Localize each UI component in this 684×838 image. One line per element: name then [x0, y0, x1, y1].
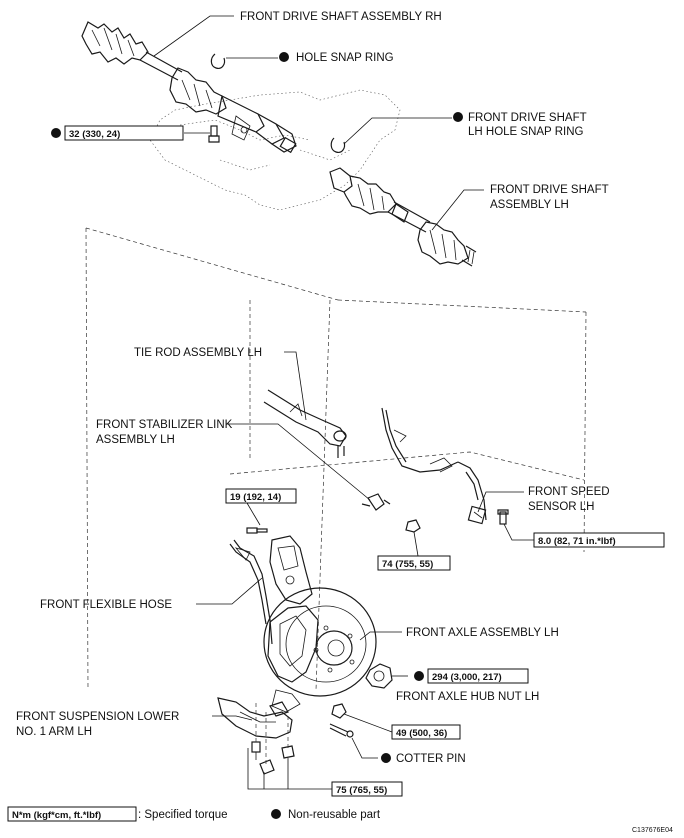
label-stab-link-line1: FRONT STABILIZER LINK	[96, 419, 233, 431]
front-suspension-lower-arm-lh	[217, 697, 293, 739]
legend: N*m (kgf*cm, ft.*lbf) : Specified torque…	[7, 806, 381, 822]
torque-box-80	[533, 532, 665, 548]
front-speed-sensor-lh	[381, 407, 487, 525]
label-lh-shaft-line2: ASSEMBLY LH	[490, 199, 569, 211]
torque-specs: 32 (330, 24) 19 (192, 14) 74 (755, 55) 8…	[51, 125, 665, 797]
torque-box-75	[331, 781, 403, 797]
label-cotter-pin: COTTER PIN	[396, 753, 466, 765]
nonreusable-marker-cotter-pin	[381, 753, 391, 763]
engine-outline	[149, 89, 401, 211]
legend-torque-unit: N*m (kgf*cm, ft.*lbf)	[12, 810, 101, 821]
label-tie-rod: TIE ROD ASSEMBLY LH	[134, 347, 262, 359]
torque-80: 8.0 (82, 71 in.*lbf)	[538, 536, 616, 547]
hose-bracket-bolt	[246, 527, 268, 534]
label-stab-link-line2: ASSEMBLY LH	[96, 434, 175, 446]
assembly-envelope	[85, 227, 587, 691]
label-hole-snap-ring: HOLE SNAP RING	[296, 52, 394, 64]
label-lh-snap-ring-line2: LH HOLE SNAP RING	[468, 126, 584, 138]
front-stabilizer-link-lh	[361, 493, 391, 511]
torque-294: 294 (3,000, 217)	[432, 672, 502, 683]
nonreusable-marker-t32	[51, 128, 61, 138]
speed-sensor-bolt	[497, 509, 509, 525]
nonreusable-marker-t294	[414, 671, 424, 681]
legend-torque-box	[7, 806, 137, 822]
label-speed-sensor-line1: FRONT SPEED	[528, 486, 610, 498]
lh-hole-snap-ring	[330, 137, 346, 153]
cotter-pin	[329, 723, 354, 738]
label-axle-assembly: FRONT AXLE ASSEMBLY LH	[406, 627, 559, 639]
label-lh-shaft-line1: FRONT DRIVE SHAFT	[490, 184, 609, 196]
torque-box-74	[377, 555, 451, 571]
torque-box-32	[64, 125, 184, 141]
label-lower-arm-line1: FRONT SUSPENSION LOWER	[16, 711, 179, 723]
stabilizer-link-nut	[405, 519, 421, 533]
torque-box-49	[391, 724, 461, 740]
figure-code: C137676E04	[632, 827, 673, 834]
label-lh-snap-ring-line1: FRONT DRIVE SHAFT	[468, 112, 587, 124]
front-flexible-hose	[229, 539, 273, 645]
legend-nonreusable-marker	[271, 809, 281, 819]
front-drive-shaft-rh	[81, 21, 297, 154]
label-hub-nut: FRONT AXLE HUB NUT LH	[396, 691, 539, 703]
hole-snap-ring-rh	[210, 53, 226, 69]
front-axle-assembly-lh	[263, 535, 377, 713]
part-labels: FRONT DRIVE SHAFT ASSEMBLY RH HOLE SNAP …	[16, 11, 610, 765]
ball-joint-nut	[331, 703, 347, 719]
leader-lines	[153, 15, 534, 790]
label-rh-shaft: FRONT DRIVE SHAFT ASSEMBLY RH	[240, 11, 442, 23]
rh-bearing-bolt	[208, 125, 220, 143]
tie-rod-assembly-lh	[263, 389, 347, 458]
legend-torque-text: : Specified torque	[138, 809, 228, 821]
torque-74: 74 (755, 55)	[382, 559, 433, 570]
torque-32: 32 (330, 24)	[69, 129, 120, 140]
torque-box-294	[427, 668, 529, 684]
lower-arm-bolts	[251, 700, 295, 775]
label-speed-sensor-line2: SENSOR LH	[528, 501, 594, 513]
front-drive-shaft-lh	[329, 167, 477, 267]
torque-box-19	[225, 488, 297, 504]
torque-75: 75 (765, 55)	[336, 785, 387, 796]
label-flex-hose: FRONT FLEXIBLE HOSE	[40, 599, 172, 611]
torque-49: 49 (500, 36)	[396, 728, 447, 739]
torque-19: 19 (192, 14)	[230, 492, 281, 503]
nonreusable-marker-snap-ring	[279, 52, 289, 62]
legend-nonreusable-text: Non-reusable part	[288, 809, 381, 821]
nonreusable-marker-lh-snap-ring	[453, 112, 463, 122]
label-lower-arm-line2: NO. 1 ARM LH	[16, 726, 92, 738]
front-axle-hub-nut-lh	[365, 663, 393, 689]
